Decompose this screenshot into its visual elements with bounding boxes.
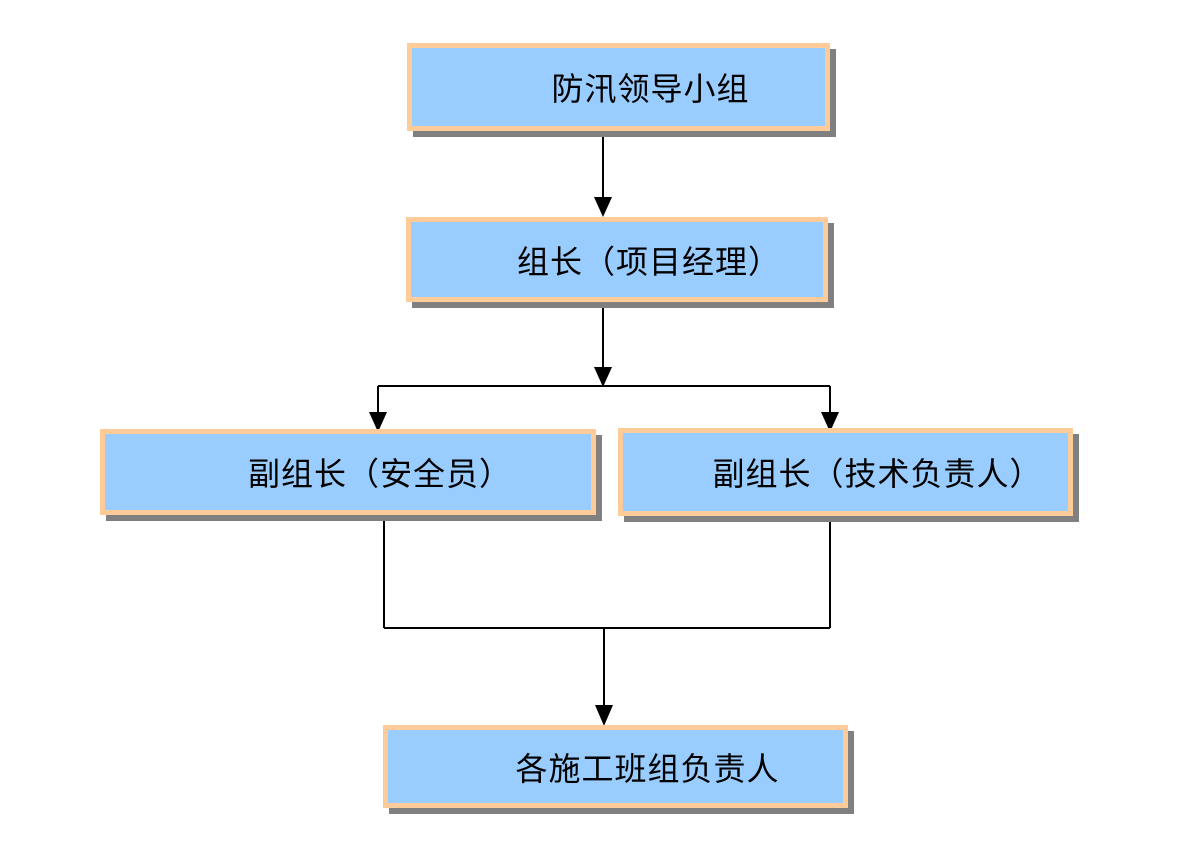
node-flood-prevention-leading-group: 防汛领导小组 <box>407 43 830 131</box>
node-label: 防汛领导小组 <box>551 71 750 107</box>
arrowhead-to-groupleader <box>594 197 612 217</box>
arrowhead-to-constructionteams <box>595 705 613 726</box>
node-deputy-leader-safety-officer: 副组长（安全员） <box>100 429 596 515</box>
node-construction-team-leaders: 各施工班组负责人 <box>383 725 848 808</box>
node-label: 各施工班组负责人 <box>515 750 780 787</box>
node-group-leader-project-manager: 组长（项目经理） <box>406 217 828 302</box>
arrowhead-to-branch <box>594 367 612 387</box>
node-label: 副组长（安全员） <box>247 456 512 492</box>
node-deputy-leader-technical-director: 副组长（技术负责人） <box>618 428 1073 516</box>
node-label: 组长（项目经理） <box>516 243 781 280</box>
node-label: 副组长（技术负责人） <box>712 456 1043 492</box>
